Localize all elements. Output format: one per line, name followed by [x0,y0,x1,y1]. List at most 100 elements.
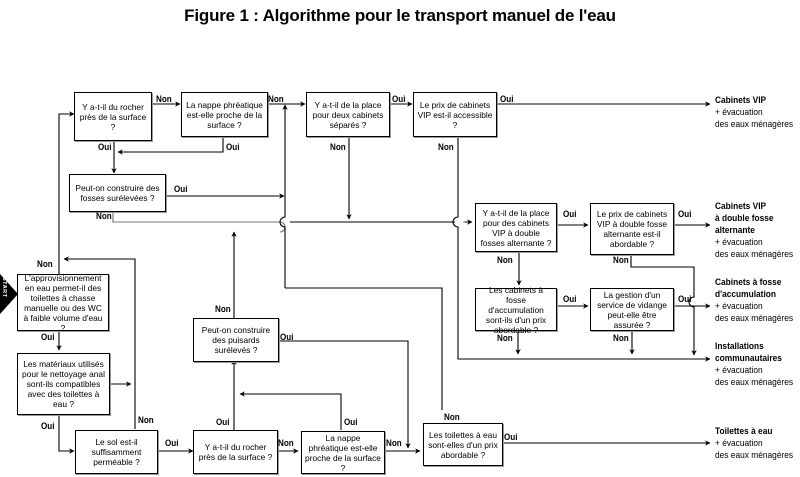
connector [278,340,411,449]
box-text: Y a-t-il du rocher près de la surface ? [198,442,273,462]
label-yes: Oui [678,209,692,220]
box-text: La gestion d'un service de vidange peut-… [597,289,667,330]
connector [63,256,136,429]
label-no: Non [497,333,513,344]
box-approvisionnement: L'approvisionnement en eau permet-il des… [17,272,109,333]
outcome-line: communautaires [715,353,782,364]
outcome-line: alternante [715,225,755,236]
outcome-line: à double fosse [715,213,774,224]
box-text: Le sol est-il suffisamment perméable ? [91,437,142,467]
outcome-fosse-accumulation: Cabinets à fosse d'accumulation + évacua… [715,277,793,325]
connector [452,137,711,362]
connector [630,255,697,356]
box-text: La nappe phréatique est-elle proche de l… [305,432,381,473]
outcome-line: des eaux ménagères [715,313,794,324]
box-text: Les toilettes à eau sont-elles d'un prix… [428,429,498,460]
box-text: Y a-t-il du rocher près de la surface ? [79,101,147,132]
start-label: START [1,277,7,298]
label-yes: Oui [678,294,692,305]
box-text: Y a-t-il de la place pour des cabinets V… [480,207,552,248]
connector [239,391,342,430]
label-no: Non [156,94,172,105]
connector [112,212,280,223]
label-no: Non [386,438,402,449]
outcome-toilettes-eau: Toilettes à eau + évacuation des eaux mé… [715,426,793,462]
label-yes: Oui [98,142,112,153]
label-yes: Oui [174,184,188,195]
outcome-line: Cabinets VIP [715,201,767,212]
label-yes: Oui [563,209,577,220]
box-toilettes-eau: Les toilettes à eau sont-elles d'un prix… [423,423,503,466]
box-prix-vip: Le prix de cabinets VIP est-il accessibl… [413,92,497,137]
box-vidange: La gestion d'un service de vidange peut-… [590,288,674,331]
box-text: Le prix de cabinets VIP est-il accessibl… [417,99,493,130]
outcome-vip-double: Cabinets VIP à double fosse alternante +… [715,201,793,261]
box-prix-double: Le prix de cabinets VIP à double fosse a… [590,203,674,255]
outcome-line: des eaux ménagères [715,119,794,130]
outcome-line: Installations [715,341,764,352]
box-fosses-surelevees: Peut-on construire des fosses surélevées… [69,174,166,212]
label-yes: Oui [41,332,55,343]
label-yes: Oui [280,332,294,343]
connector [279,104,288,288]
figure-title: Figure 1 : Algorithme pour le transport … [184,6,616,25]
box-place-deux: Y a-t-il de la place pour deux cabinets … [306,92,390,137]
label-no: Non [613,333,629,344]
outcome-line: des eaux ménagères [715,249,794,260]
label-yes: Oui [41,421,55,432]
label-yes: Oui [216,417,230,428]
outcome-line: Toilettes à eau [715,426,773,437]
label-no: Non [268,94,284,105]
box-place-double: Y a-t-il de la place pour des cabinets V… [475,203,557,252]
outcome-line: des eaux ménagères [715,377,794,388]
box-puisards: Peut-on construire des puisards surélevé… [193,318,279,362]
outcome-line: Cabinets VIP [715,95,767,106]
outcome-line: + évacuation [715,301,763,312]
label-yes: Oui [226,142,240,153]
label-yes: Oui [504,432,518,443]
label-no: Non [444,412,460,423]
outcome-line: + évacuation [715,365,763,376]
outcome-line: des eaux ménagères [715,450,794,461]
label-no: Non [438,142,454,153]
outcome-installations: Installations communautaires + évacuatio… [715,341,793,389]
label-yes: Oui [344,417,358,428]
start-marker: START [0,274,18,314]
label-no: Non [330,142,346,153]
outcome-line: + évacuation [715,237,763,248]
box-rocher-bottom: Y a-t-il du rocher près de la surface ? [193,430,278,474]
box-text: Y a-t-il de la place pour deux cabinets … [312,99,384,130]
box-sol: Le sol est-il suffisamment perméable ? [75,430,158,474]
label-no: Non [215,304,231,315]
label-yes: Oui [500,94,514,105]
label-no: Non [138,415,154,426]
connector [117,136,224,155]
box-rocher-top: Y a-t-il du rocher près de la surface ? [74,92,152,141]
box-text: Peut-on construire des puisards surélevé… [201,325,271,355]
connector [285,287,443,410]
box-text: L'approvisionnement en eau permet-il des… [23,272,103,333]
box-materiaux: Les matériaux utilisés pour le nettoyage… [17,353,110,415]
label-yes: Oui [563,294,577,305]
label-no: Non [96,211,112,222]
label-yes: Oui [392,94,406,105]
box-nappe-bottom: La nappe phréatique est-elle proche de l… [301,431,385,474]
label-no: Non [37,259,53,270]
start-arrow-icon [0,274,18,314]
outcome-vip: Cabinets VIP + évacuation des eaux ménag… [715,95,793,131]
box-text: Les cabinets à fosse d'accumulation sont… [485,284,547,335]
box-text: La nappe phréatique est-elle proche de l… [186,99,263,130]
outcome-line: + évacuation [715,107,763,118]
connector [58,415,75,454]
outcome-line: + évacuation [715,438,763,449]
box-text: Les matériaux utilisés pour le nettoyage… [22,359,105,409]
outcome-line: d'accumulation [715,289,776,300]
connector [58,111,75,274]
label-no: Non [497,255,513,266]
label-no: Non [613,255,629,266]
box-nappe-top: La nappe phréatique est-elle proche de l… [181,92,268,137]
box-text: Peut-on construire des fosses surélevées… [75,183,160,203]
label-no: Non [278,438,294,449]
label-yes: Oui [165,438,179,449]
